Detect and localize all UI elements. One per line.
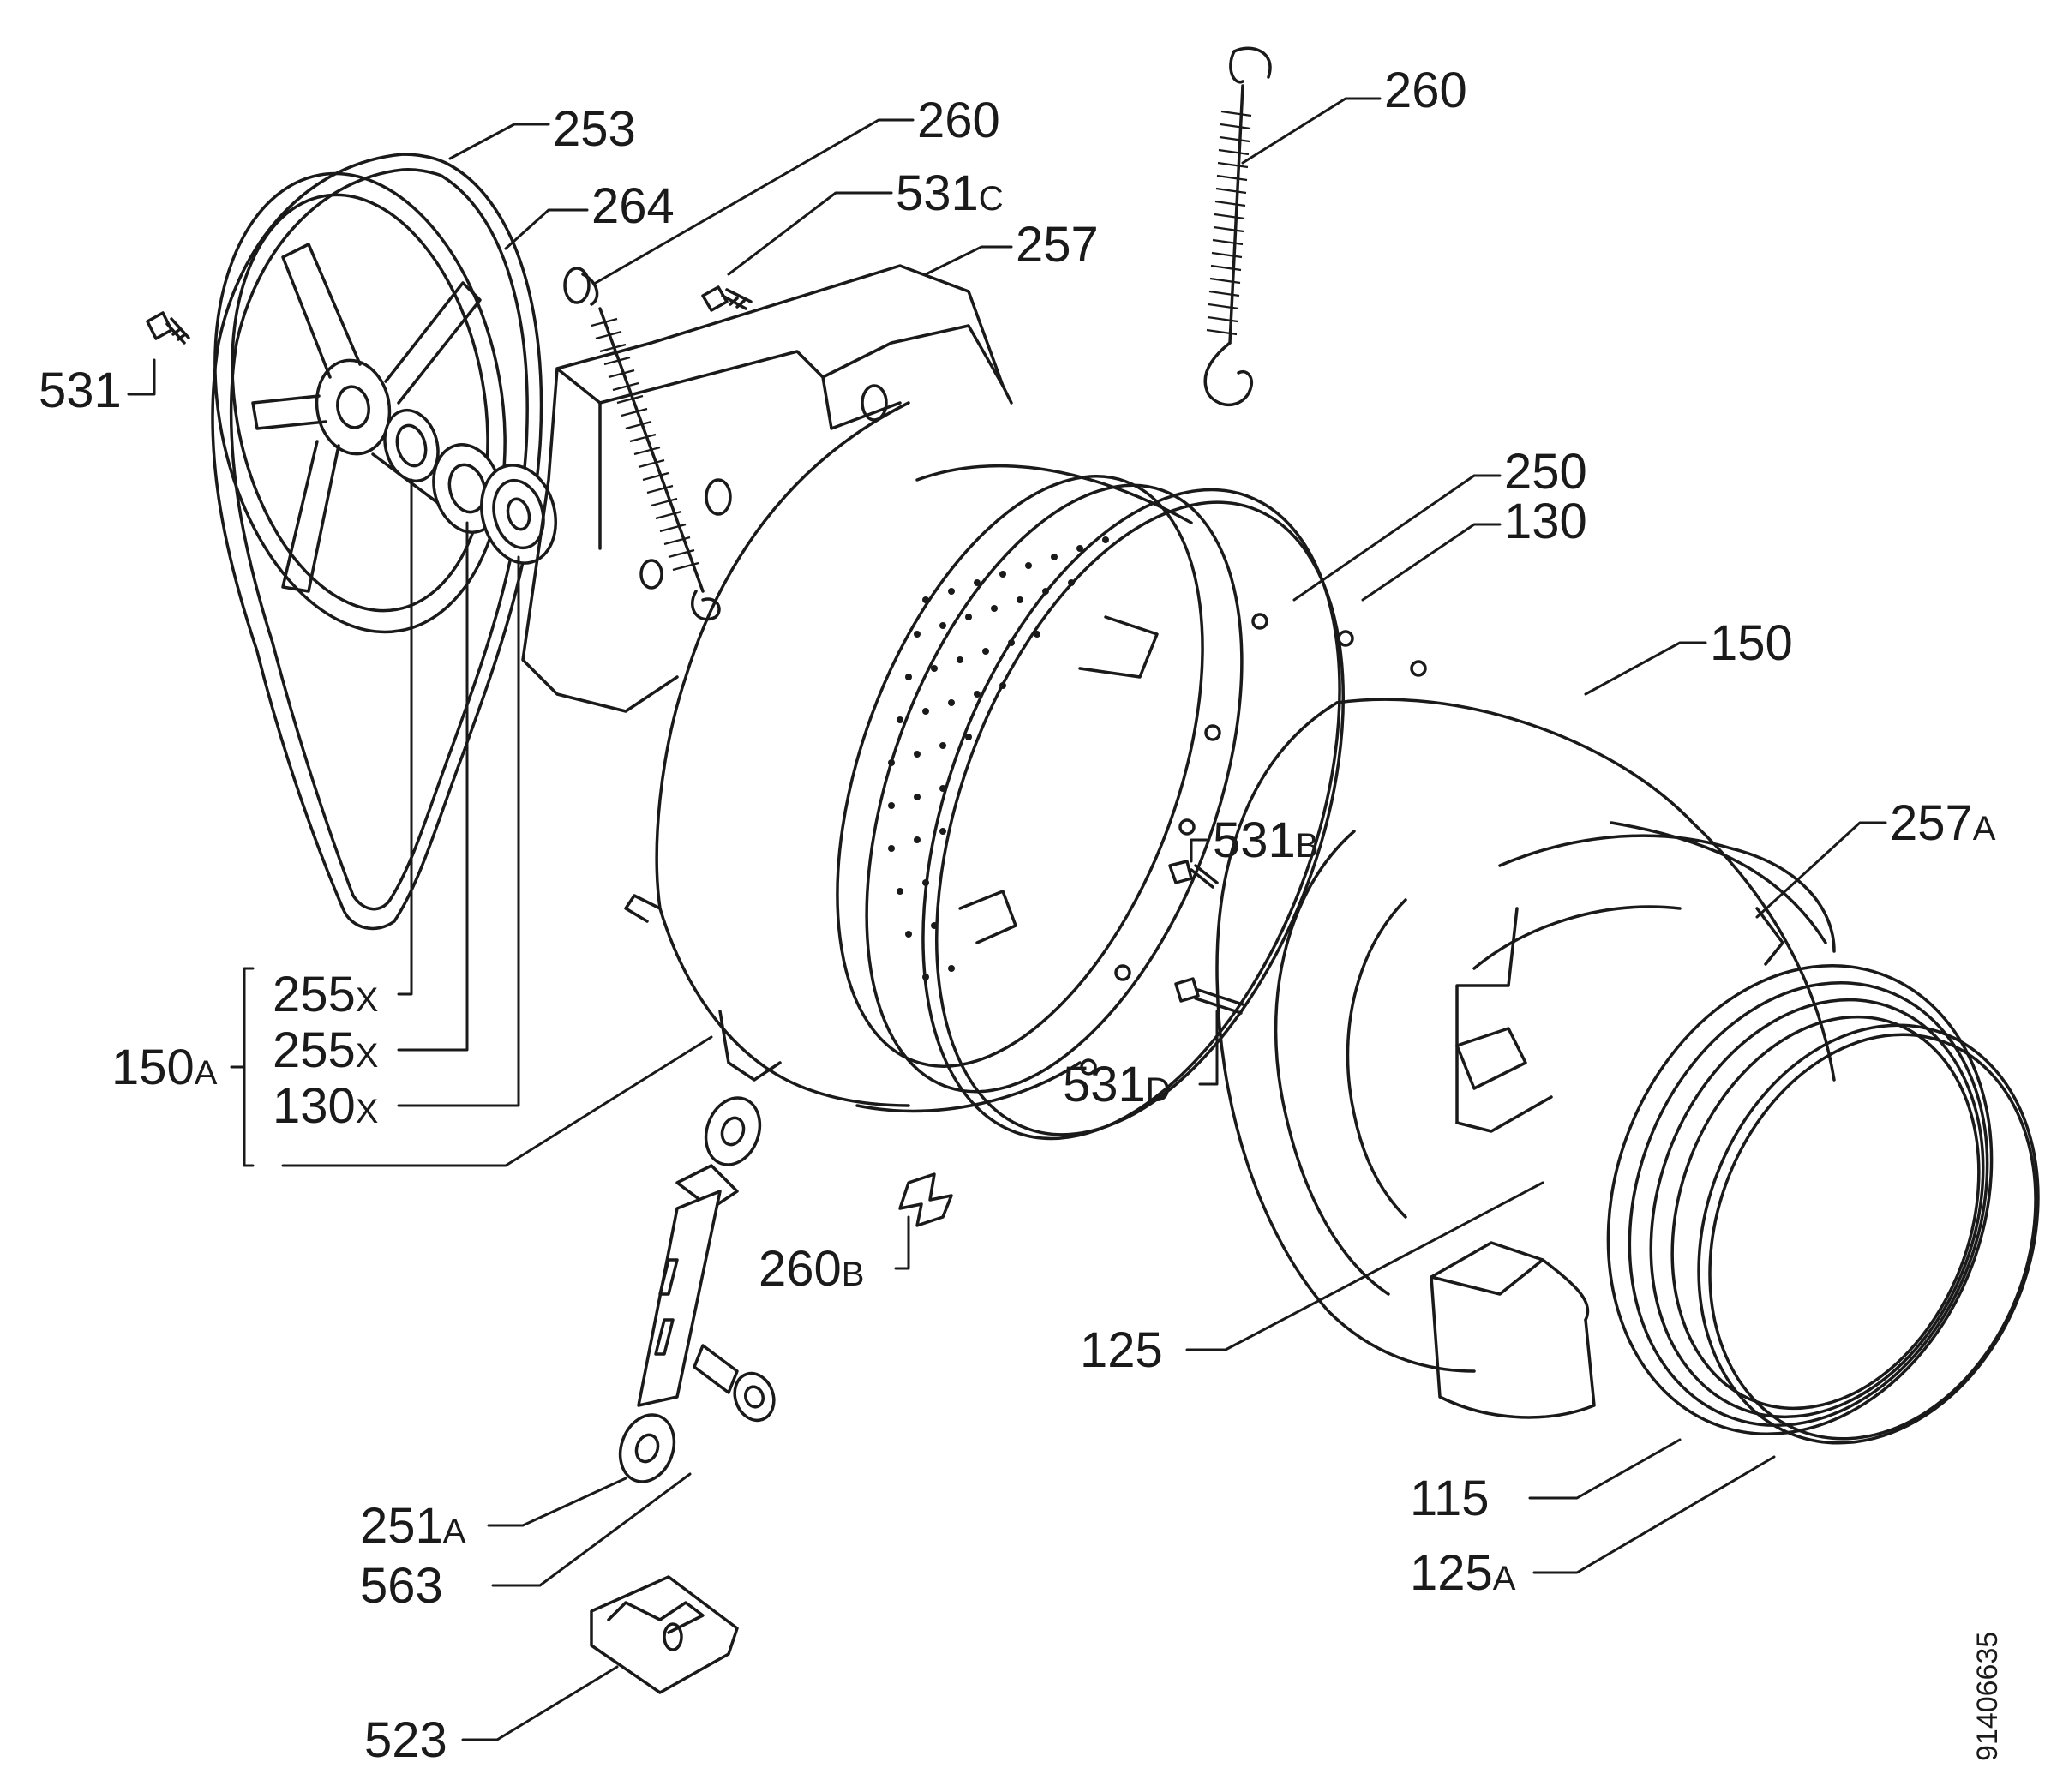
door-gasket-115 — [1606, 964, 1994, 1435]
weight-257a — [1455, 834, 1836, 1090]
drum-perforations — [888, 536, 1109, 980]
label-531d: 531D — [1063, 1057, 1171, 1112]
shock-absorber-251a — [618, 1096, 762, 1483]
screw-531 — [146, 311, 190, 345]
label-260b: 260B — [759, 1241, 864, 1297]
gasket-ring-125a — [1697, 1023, 2040, 1445]
label-257: 257 — [1016, 217, 1099, 273]
label-253: 253 — [553, 101, 636, 157]
document-number: 91406635 — [1971, 1632, 2004, 1761]
spring-top-260 — [1203, 46, 1272, 407]
label-523: 523 — [364, 1712, 447, 1768]
pulley-253 — [211, 153, 543, 931]
label-257a: 257A — [1890, 795, 1996, 851]
label-251a: 251A — [360, 1498, 466, 1554]
label-264: 264 — [591, 178, 675, 234]
label-150: 150 — [1710, 615, 1793, 671]
label-531: 531 — [39, 363, 122, 418]
label-250: 250 — [1504, 444, 1587, 500]
label-255x-1: 255X — [273, 967, 378, 1022]
label-531c: 531C — [896, 165, 1004, 221]
leader-lines — [127, 97, 1887, 1741]
labels: 253 264 531 260 531C 257 260 250 130 150… — [39, 63, 2004, 1768]
label-260-top: 260 — [1384, 63, 1467, 118]
label-130: 130 — [1504, 494, 1587, 549]
spring-rear-260 — [563, 267, 721, 621]
label-125: 125 — [1080, 1322, 1163, 1378]
tub-seal-130 — [921, 488, 1427, 1141]
label-531b: 531B — [1213, 812, 1318, 868]
screw-531d — [1174, 977, 1244, 1015]
label-563: 563 — [360, 1558, 443, 1614]
rear-tub-257 — [521, 264, 1013, 1107]
label-255x-2: 255X — [273, 1022, 378, 1078]
label-150a: 150A — [111, 1040, 218, 1095]
front-tub-150 — [1215, 698, 1836, 1373]
label-260-rear: 260 — [917, 93, 1000, 148]
bearing-group — [383, 408, 558, 565]
screw-531b — [1168, 860, 1219, 889]
clip-260b — [898, 1172, 953, 1227]
label-130x: 130X — [273, 1078, 378, 1134]
bolt-563 — [693, 1344, 776, 1423]
drum-250 — [836, 464, 1244, 1113]
counterweight-125 — [1430, 1241, 1596, 1419]
support-523 — [590, 1575, 739, 1694]
screw-531c — [701, 285, 753, 312]
label-115: 115 — [1410, 1471, 1489, 1526]
label-125a: 125A — [1410, 1545, 1516, 1601]
